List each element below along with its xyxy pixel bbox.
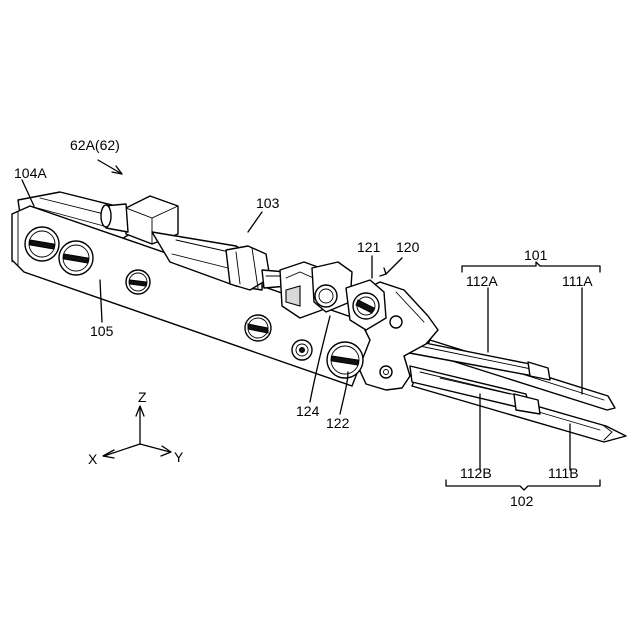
label-103: 103	[256, 195, 280, 211]
label-104a: 104A	[14, 165, 47, 181]
axis-label-x: X	[88, 451, 98, 467]
screw-1	[25, 227, 59, 261]
label-120: 120	[396, 239, 420, 255]
screw-5	[292, 340, 312, 360]
axis-label-y: Y	[174, 449, 184, 465]
label-102: 102	[510, 493, 534, 509]
screw-2	[59, 241, 93, 275]
brace-102	[446, 480, 600, 490]
label-122: 122	[326, 415, 350, 431]
axis-label-z: Z	[138, 389, 147, 405]
label-124: 124	[296, 403, 320, 419]
label-105: 105	[90, 323, 114, 339]
brace-101	[462, 262, 600, 272]
label-112b: 112B	[460, 465, 492, 481]
label-101: 101	[524, 247, 548, 263]
axis-triad	[103, 406, 171, 458]
screw-3	[126, 270, 150, 294]
label-111b: 111B	[548, 465, 579, 481]
label-111a: 111A	[562, 273, 593, 289]
label-62a: 62A(62)	[70, 137, 120, 153]
label-112a: 112A	[466, 273, 498, 289]
screw-122	[327, 342, 363, 378]
screw-4	[245, 315, 271, 341]
label-121: 121	[357, 239, 381, 255]
